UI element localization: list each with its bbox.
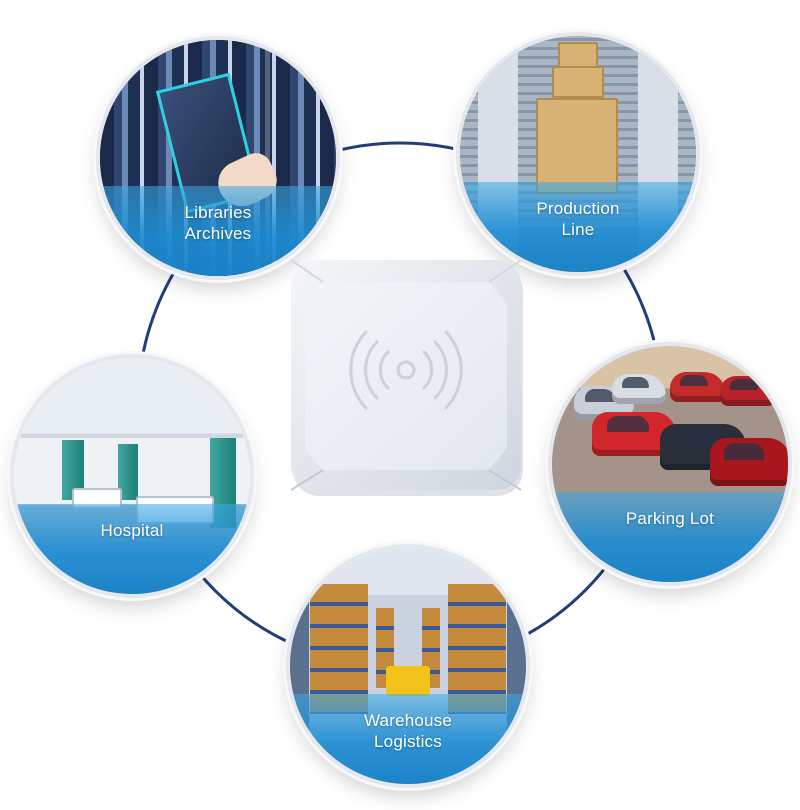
caption-line-2: Line [561, 220, 595, 240]
caption-line-1: Warehouse [363, 711, 453, 731]
car-icon [670, 372, 726, 402]
caption-band: Libraries Archives [100, 186, 336, 276]
rfid-reader-device [290, 259, 523, 496]
curtain [62, 440, 84, 500]
bubble-warehouse-logistics: Warehouse Logistics [290, 548, 526, 784]
caption-line-1: Production [536, 199, 620, 219]
box-icon [558, 42, 598, 68]
caption-line-1: Parking Lot [625, 509, 715, 529]
forklift-icon [386, 666, 430, 696]
rfid-waves-icon [349, 330, 463, 410]
bubble-hospital: Hospital [14, 358, 250, 594]
car-icon [710, 438, 788, 486]
car-icon [612, 374, 666, 404]
caption-band: Production Line [460, 182, 696, 272]
device-inner-panel [305, 282, 507, 470]
curtain [118, 444, 138, 500]
caption-line-1: Hospital [100, 521, 164, 541]
caption-line-1: Libraries [184, 203, 252, 223]
bubble-production-line: Production Line [460, 36, 696, 272]
car-icon [720, 376, 776, 406]
caption-band: Hospital [14, 504, 250, 594]
caption-band: Warehouse Logistics [290, 694, 526, 784]
caption-line-2: Logistics [374, 732, 442, 752]
caption-line-2: Archives [184, 224, 252, 244]
caption-band: Parking Lot [552, 492, 788, 582]
shelf-rack [448, 584, 506, 714]
box-icon [552, 66, 604, 98]
bubble-libraries-archives: Libraries Archives [100, 40, 336, 276]
shelf-rack [310, 584, 368, 714]
box-icon [536, 98, 618, 194]
bubble-parking-lot: Parking Lot [552, 346, 788, 582]
